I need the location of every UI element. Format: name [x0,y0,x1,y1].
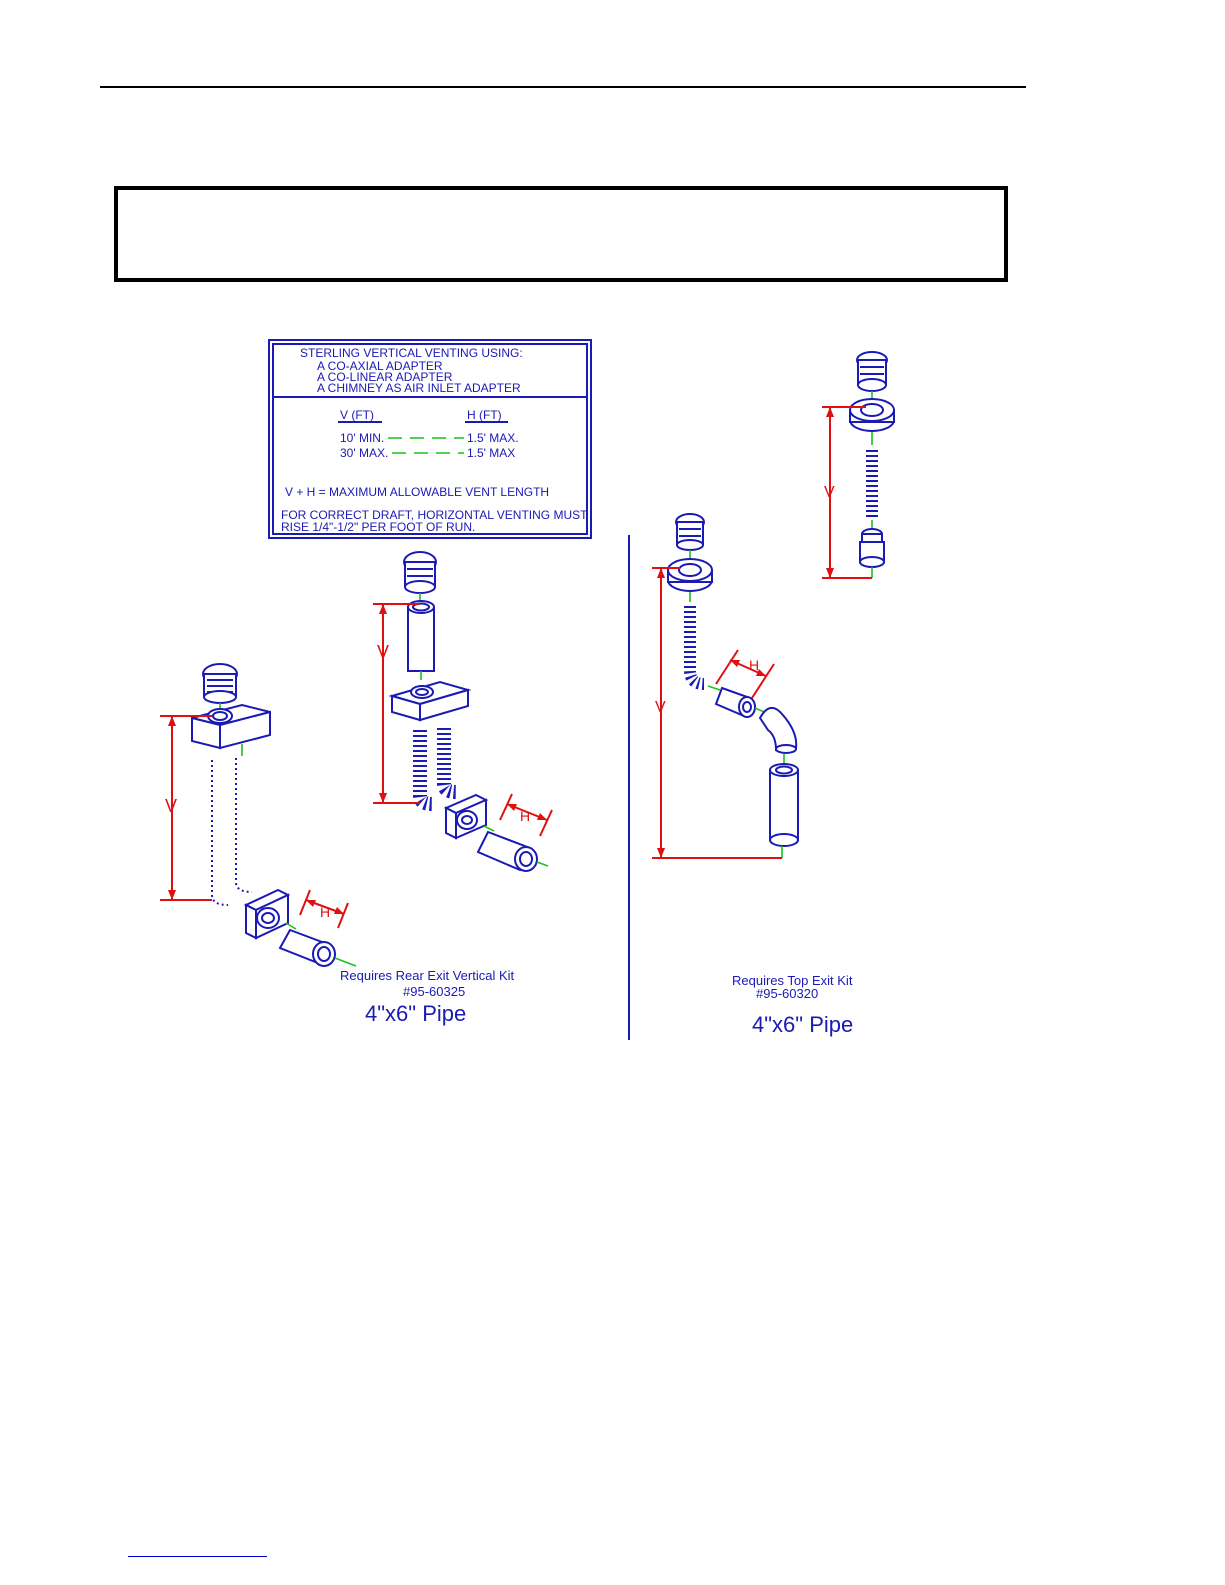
dim-h-label: H [749,657,759,673]
dim-h-label: H [320,904,330,920]
col-h-header: H (FT) [467,408,502,422]
notice-box [114,186,1008,282]
horizontal-pipe-icon [476,830,538,872]
left-pipe-size: 4"x6" Pipe [365,1001,466,1026]
stove-collar-icon [859,528,885,568]
termination-cap-icon [403,551,437,594]
flex-pipe-icon [684,606,705,690]
wall-plate-icon [243,888,291,940]
panel-option-1: A CO-AXIAL ADAPTER [317,359,443,373]
top-rule [100,86,1026,88]
horizontal-pipe-icon [278,928,336,967]
elbow-icon [758,707,798,754]
bottom-rule [128,1556,267,1557]
connector-icon [714,686,756,718]
rear-exit-assembly-large: V H [160,663,357,967]
adapter-box-icon [388,680,472,722]
left-kit-caption: Requires Rear Exit Vertical Kit [340,968,515,983]
right-part-number: #95-60320 [756,986,818,1001]
dim-v-label: V [165,796,177,816]
roof-flashing-icon [667,558,713,592]
panel-option-3: A CHIMNEY AS AIR INLET ADAPTER [317,381,521,395]
top-exit-assembly-straight: V [822,351,895,579]
note-line-2: RISE 1/4"-1/2" PER FOOT OF RUN. [281,520,475,534]
row-1-h: 1.5' MAX. [467,431,519,445]
dim-h-label: H [520,808,530,824]
right-kit-caption: Requires Top Exit Kit [732,973,853,988]
adapter-box-icon [191,703,271,750]
panel-title: STERLING VERTICAL VENTING USING: [300,346,523,360]
termination-cap-icon [856,351,888,392]
dim-v-label: V [824,484,835,501]
panel-option-2: A CO-LINEAR ADAPTER [317,370,453,384]
rear-exit-assembly-small: V H [373,551,553,872]
dim-v-label: V [655,699,666,716]
row-2-v: 30' MAX. [340,446,388,460]
top-exit-assembly-offset: V H [652,513,799,859]
row-2-h: 1.5' MAX [467,446,515,460]
roof-flashing-icon [849,398,895,432]
formula-text: V + H = MAXIMUM ALLOWABLE VENT LENGTH [285,485,549,499]
termination-cap-icon [202,663,238,704]
venting-info-panel: STERLING VERTICAL VENTING USING: A CO-AX… [268,339,592,539]
col-v-header: V (FT) [340,408,374,422]
wall-plate-icon [443,793,489,840]
row-1-v: 10' MIN. [340,431,384,445]
note-line-1: FOR CORRECT DRAFT, HORIZONTAL VENTING MU… [281,508,588,522]
left-part-number: #95-60325 [403,984,465,999]
vertical-pipe-icon [769,763,799,847]
flex-pipe-icon [211,758,253,906]
vertical-pipe-icon [407,600,435,672]
right-pipe-size: 4"x6" Pipe [752,1012,853,1037]
dim-v-label: V [377,642,389,662]
flex-pipe-icon [413,728,457,811]
termination-cap-icon [675,513,705,551]
